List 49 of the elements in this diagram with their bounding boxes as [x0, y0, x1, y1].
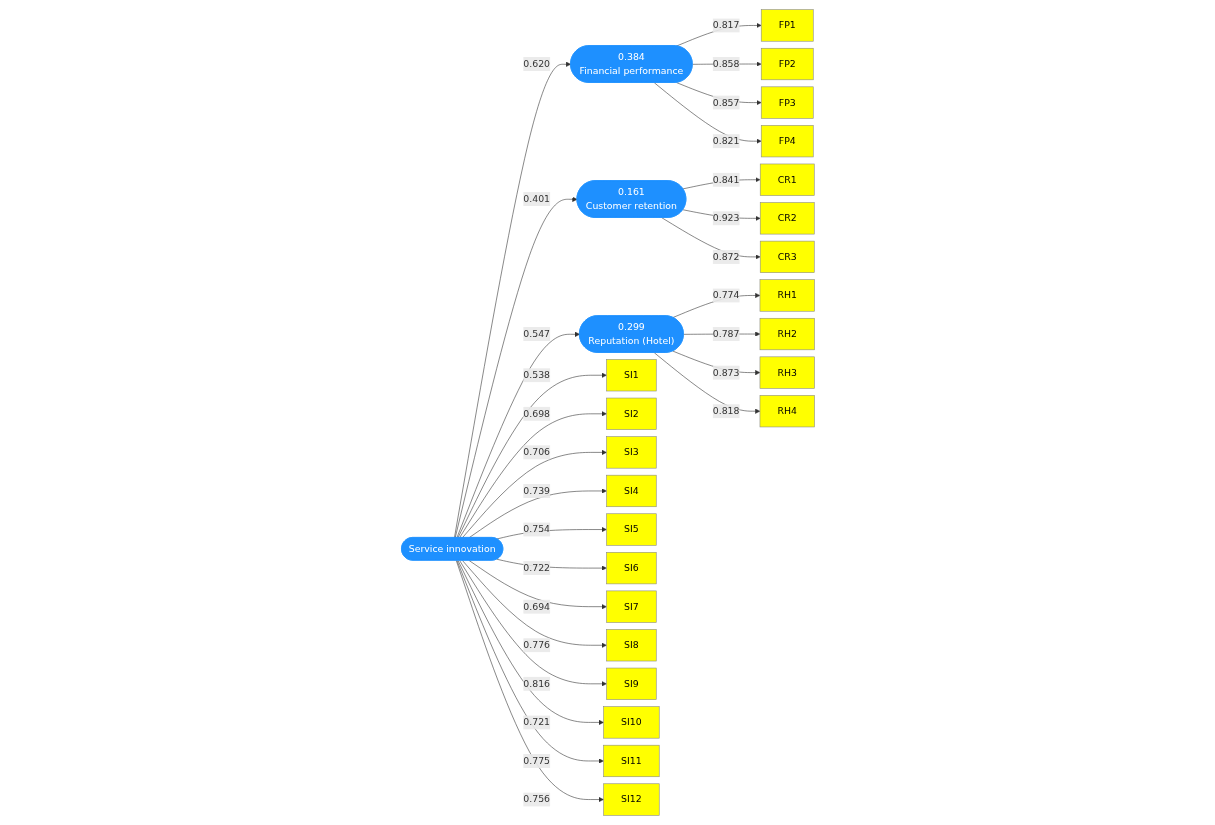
node-box: SI4 — [605, 474, 657, 508]
node-box: SI10 — [602, 706, 659, 739]
edge-label: 0.620 — [522, 58, 550, 70]
edge-label: 0.857 — [712, 96, 740, 108]
edge-label: 0.818 — [712, 405, 740, 417]
node-box: SI8 — [605, 629, 657, 662]
node-box: CR3 — [759, 240, 815, 273]
edge-label: 0.873 — [712, 366, 740, 378]
node-box: RH2 — [759, 317, 815, 351]
edge-label: 0.774 — [712, 289, 740, 301]
edge-label: 0.787 — [712, 328, 740, 340]
node-box: SI7 — [605, 590, 657, 623]
node-box: FP1 — [760, 9, 814, 42]
node-box: SI2 — [605, 397, 657, 430]
edge-label: 0.923 — [712, 212, 740, 224]
node-box: SI5 — [605, 513, 657, 546]
edge-label: 0.816 — [522, 677, 550, 690]
edge-label: 0.754 — [522, 523, 550, 535]
node-box: SI3 — [605, 436, 657, 469]
edge-label: 0.722 — [522, 562, 550, 574]
edge-label: 0.775 — [522, 755, 550, 767]
node-box: SI9 — [605, 667, 657, 700]
node-box: RH1 — [759, 279, 815, 312]
node-box: CR2 — [759, 202, 815, 235]
edge-label: 0.821 — [712, 135, 740, 147]
node-box: CR1 — [759, 163, 815, 196]
edge-label: 0.739 — [522, 485, 550, 497]
edge-label: 0.817 — [712, 19, 740, 31]
edge-label: 0.756 — [522, 793, 550, 805]
node-box: FP4 — [760, 125, 814, 158]
node-box: SI6 — [605, 552, 657, 585]
edge-label: 0.776 — [522, 639, 550, 651]
edge-label: 0.547 — [522, 328, 550, 340]
edge-label: 0.698 — [522, 407, 550, 420]
node-box: SI11 — [602, 744, 659, 778]
node-box: SI1 — [605, 359, 657, 392]
node-box: RH4 — [759, 395, 815, 428]
node-box: FP2 — [760, 47, 814, 81]
edge-label: 0.706 — [522, 446, 550, 458]
edge-label: 0.721 — [522, 716, 550, 728]
edge-label: 0.858 — [712, 58, 740, 70]
node-box: FP3 — [760, 86, 814, 119]
edge-label: 0.694 — [522, 600, 550, 612]
edge-label: 0.538 — [522, 369, 550, 381]
edge-label: 0.841 — [712, 173, 740, 186]
node-box: RH3 — [759, 356, 815, 389]
node-box: SI12 — [602, 783, 659, 816]
edge-label: 0.872 — [712, 251, 740, 263]
edge-label: 0.401 — [522, 193, 550, 205]
